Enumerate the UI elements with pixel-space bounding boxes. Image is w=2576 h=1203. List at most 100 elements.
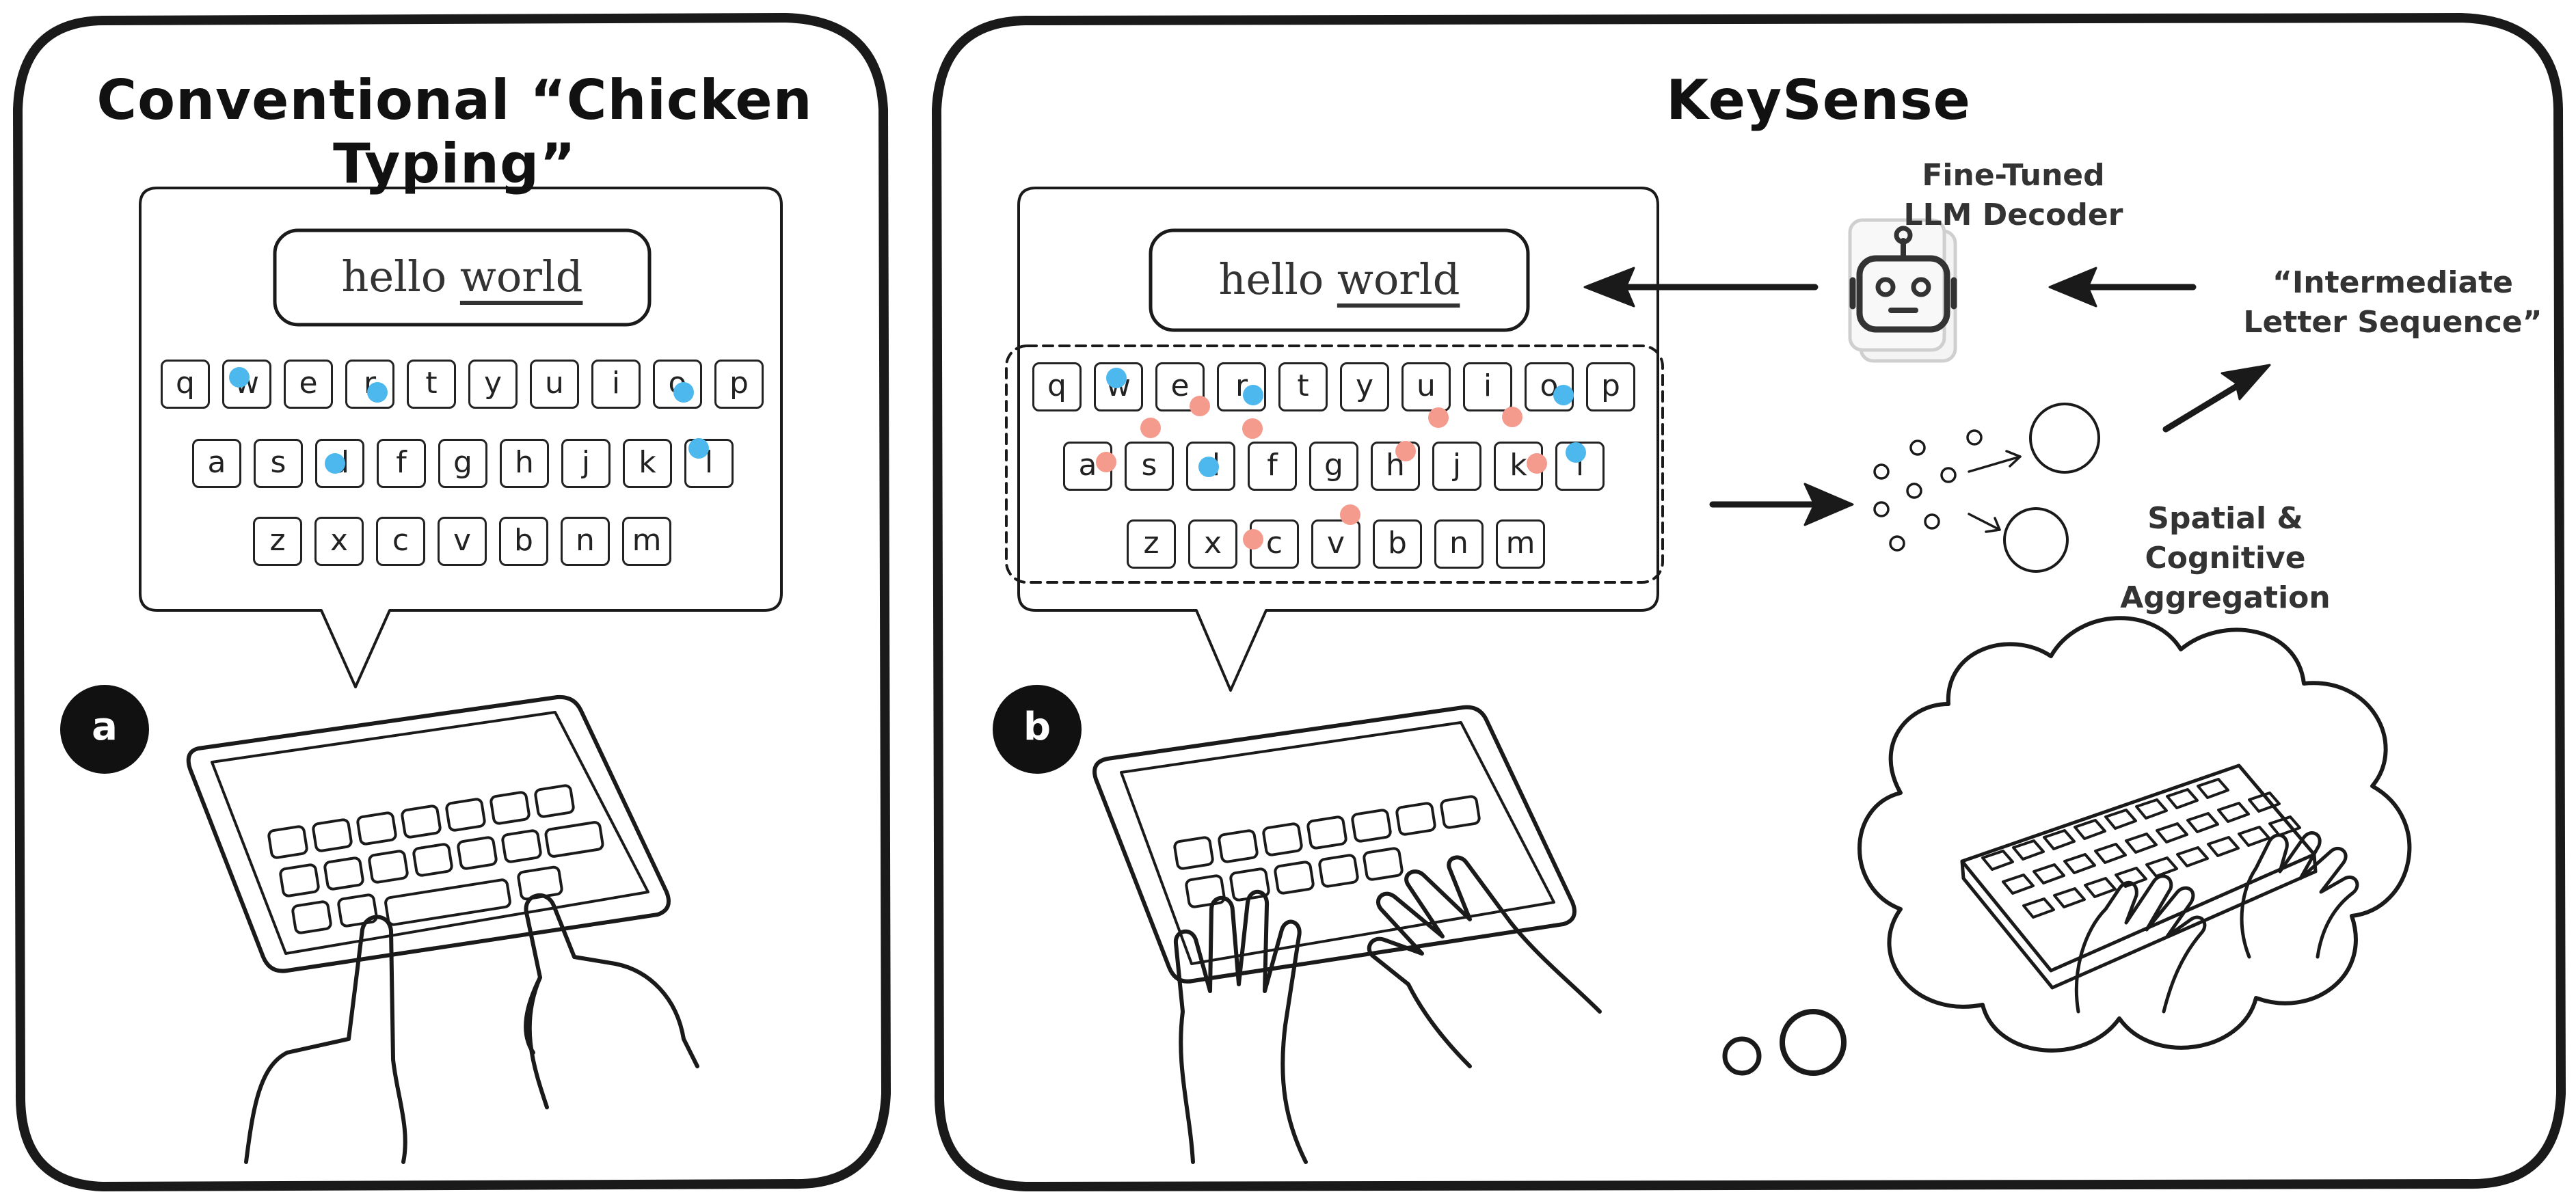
thought-bubble-small-icon <box>1722 1036 1762 1076</box>
panel-b-key-l: l <box>1555 442 1605 491</box>
panel-a-key-k: k <box>623 439 672 488</box>
panel-a-tablet-icon <box>186 694 671 973</box>
touch-dot-noisy <box>1527 453 1547 474</box>
panel-a-key-a: a <box>192 439 241 488</box>
panel-a-key-x: x <box>314 517 364 566</box>
panel-b-key-x: x <box>1188 519 1237 569</box>
touch-dot-intended <box>1198 457 1219 477</box>
panel-b-key-j: j <box>1432 442 1481 491</box>
arrow-decoder-to-text-icon <box>1583 267 1819 308</box>
panel-b-tablet-icon <box>1092 705 1577 984</box>
panel-b-key-n: n <box>1434 519 1484 569</box>
panel-a-key-q: q <box>161 360 210 409</box>
panel-b-key-y: y <box>1340 362 1389 411</box>
panel-a-key-p: p <box>714 360 764 409</box>
panel-a-key-s: s <box>254 439 303 488</box>
arrow-aggregation-to-sequence-icon <box>2162 364 2271 433</box>
keyboard-icon <box>1960 763 2318 990</box>
panel-a-key-i: i <box>591 360 641 409</box>
panel-a-key-c: c <box>376 517 425 566</box>
sequence-label-line1: “Intermediate <box>2272 265 2514 300</box>
panel-a-key-y: y <box>468 360 518 409</box>
touch-dot-noisy <box>1096 452 1116 472</box>
panel-a-key-f: f <box>377 439 426 488</box>
panel-a-title: Conventional “Chicken Typing” <box>96 68 813 195</box>
panel-a-key-m: m <box>622 517 671 566</box>
sequence-label: “Intermediate Letter Sequence” <box>2242 263 2543 342</box>
panel-b-key-t: t <box>1278 362 1328 411</box>
panel-b-badge: b <box>993 685 1082 774</box>
panel-a-key-v: v <box>438 517 487 566</box>
touch-dot-noisy <box>1243 529 1263 550</box>
panel-b-key-b: b <box>1373 519 1422 569</box>
sequence-label-line2: Letter Sequence” <box>2243 305 2543 340</box>
panel-a-key-g: g <box>438 439 487 488</box>
panel-b-typed-word-world: world <box>1337 254 1460 304</box>
touch-dot-intended <box>673 382 694 403</box>
panel-b-frame <box>932 13 2566 1191</box>
cluster-circle-top-icon <box>2029 403 2100 474</box>
panel-a-key-n: n <box>561 517 610 566</box>
panel-a-key-b: b <box>499 517 548 566</box>
aggregation-label: Spatial & Cognitive Aggregation <box>2065 499 2386 618</box>
panel-b-key-f: f <box>1248 442 1297 491</box>
thought-cloud-icon <box>1857 616 2412 1053</box>
panel-a-speech-bubble <box>139 187 783 688</box>
panel-b-hands-icon <box>1173 855 1602 1164</box>
thought-bubble-large-icon <box>1780 1009 1847 1076</box>
robot-icon <box>1848 218 1957 363</box>
panel-a-typed-word-hello: hello <box>341 252 447 301</box>
panel-b-key-g: g <box>1309 442 1358 491</box>
panel-b-key-p: p <box>1586 362 1635 411</box>
touch-dot-noisy <box>1340 504 1360 525</box>
touch-dot-intended <box>1566 442 1586 463</box>
panel-a-hands-icon <box>244 893 699 1164</box>
decoder-label-line1: Fine-Tuned <box>1922 158 2105 193</box>
panel-b-typed-text: hello world <box>1151 254 1528 304</box>
cluster-circle-bottom-icon <box>2003 507 2069 573</box>
panel-a-key-j: j <box>561 439 611 488</box>
panel-a-key-z: z <box>253 517 302 566</box>
panel-a-typed-word-world: world <box>459 252 583 301</box>
decoder-label-line2: LLM Decoder <box>1903 198 2123 232</box>
touch-dot-intended <box>367 382 388 403</box>
panel-a-key-t: t <box>407 360 456 409</box>
touch-dot-noisy <box>1395 441 1416 461</box>
cloud-hands-icon <box>2074 831 2359 1014</box>
touch-dot-intended <box>1106 368 1127 388</box>
aggregation-label-line1: Spatial & Cognitive <box>2145 501 2306 576</box>
panel-a-typed-text: hello world <box>275 252 649 301</box>
arrow-touches-to-aggregation-icon <box>1709 483 1854 526</box>
touch-dot-noisy <box>1242 418 1263 439</box>
panel-b-title: KeySense <box>1666 68 1971 132</box>
panel-a-text-box <box>273 228 652 327</box>
touch-dot-noisy <box>1190 396 1210 416</box>
panel-a-key-h: h <box>500 439 549 488</box>
panel-a-key-u: u <box>530 360 579 409</box>
touch-dot-intended <box>1243 385 1263 405</box>
panel-b-typed-word-hello: hello <box>1218 254 1324 304</box>
panel-b-key-z: z <box>1127 519 1176 569</box>
touch-dot-intended <box>229 367 250 388</box>
panel-b-touch-region <box>1005 344 1664 584</box>
panel-b-key-s: s <box>1125 442 1174 491</box>
panel-b-key-v: v <box>1311 519 1360 569</box>
panel-b-key-u: u <box>1401 362 1451 411</box>
touch-dot-intended <box>1553 385 1574 405</box>
panel-b-key-i: i <box>1463 362 1512 411</box>
touch-dot-noisy <box>1428 407 1449 428</box>
panel-a-badge: a <box>60 685 149 774</box>
decoder-label: Fine-Tuned LLM Decoder <box>1901 156 2126 235</box>
aggregation-label-line2: Aggregation <box>2120 580 2331 615</box>
touch-points-scatter-icon <box>1873 429 1983 552</box>
panel-b-key-q: q <box>1032 362 1082 411</box>
touch-dot-noisy <box>1140 418 1161 438</box>
touch-dot-intended <box>325 453 345 474</box>
touch-dot-noisy <box>1502 407 1522 427</box>
panel-b-key-e: e <box>1155 362 1205 411</box>
aggregation-arrows-icon <box>1968 450 2022 533</box>
touch-dot-intended <box>688 438 709 459</box>
panel-b-speech-bubble <box>1017 187 1659 692</box>
panel-a-frame <box>13 13 891 1191</box>
